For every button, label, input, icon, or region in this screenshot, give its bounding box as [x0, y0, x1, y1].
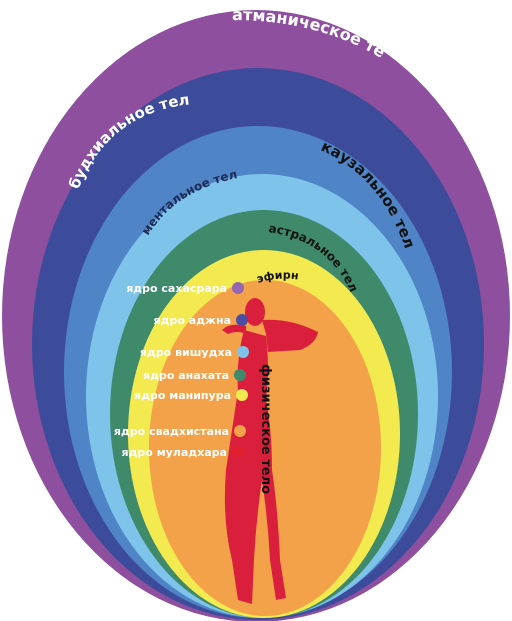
core-dot — [234, 425, 246, 437]
chakra-cores: ядро сахасрара ядро аджна ядро вишудха ядро… — [114, 282, 249, 459]
core-label: ядро муладхара — [121, 446, 227, 459]
core-label: ядро вишудха — [140, 346, 232, 359]
core-label: ядро манипура — [134, 389, 231, 402]
core-dot — [232, 282, 244, 294]
core-label: ядро свадхистана — [114, 425, 229, 438]
core-dot — [237, 346, 249, 358]
core-dot — [236, 314, 248, 326]
core-label: ядро анахата — [143, 369, 229, 382]
core-dot — [234, 369, 246, 381]
core-dot — [232, 446, 244, 458]
core-label: ядро аджна — [154, 314, 231, 327]
label-physical: физическое тело — [258, 364, 273, 494]
core-label: ядро сахасрара — [126, 282, 227, 295]
core-dot — [236, 389, 248, 401]
